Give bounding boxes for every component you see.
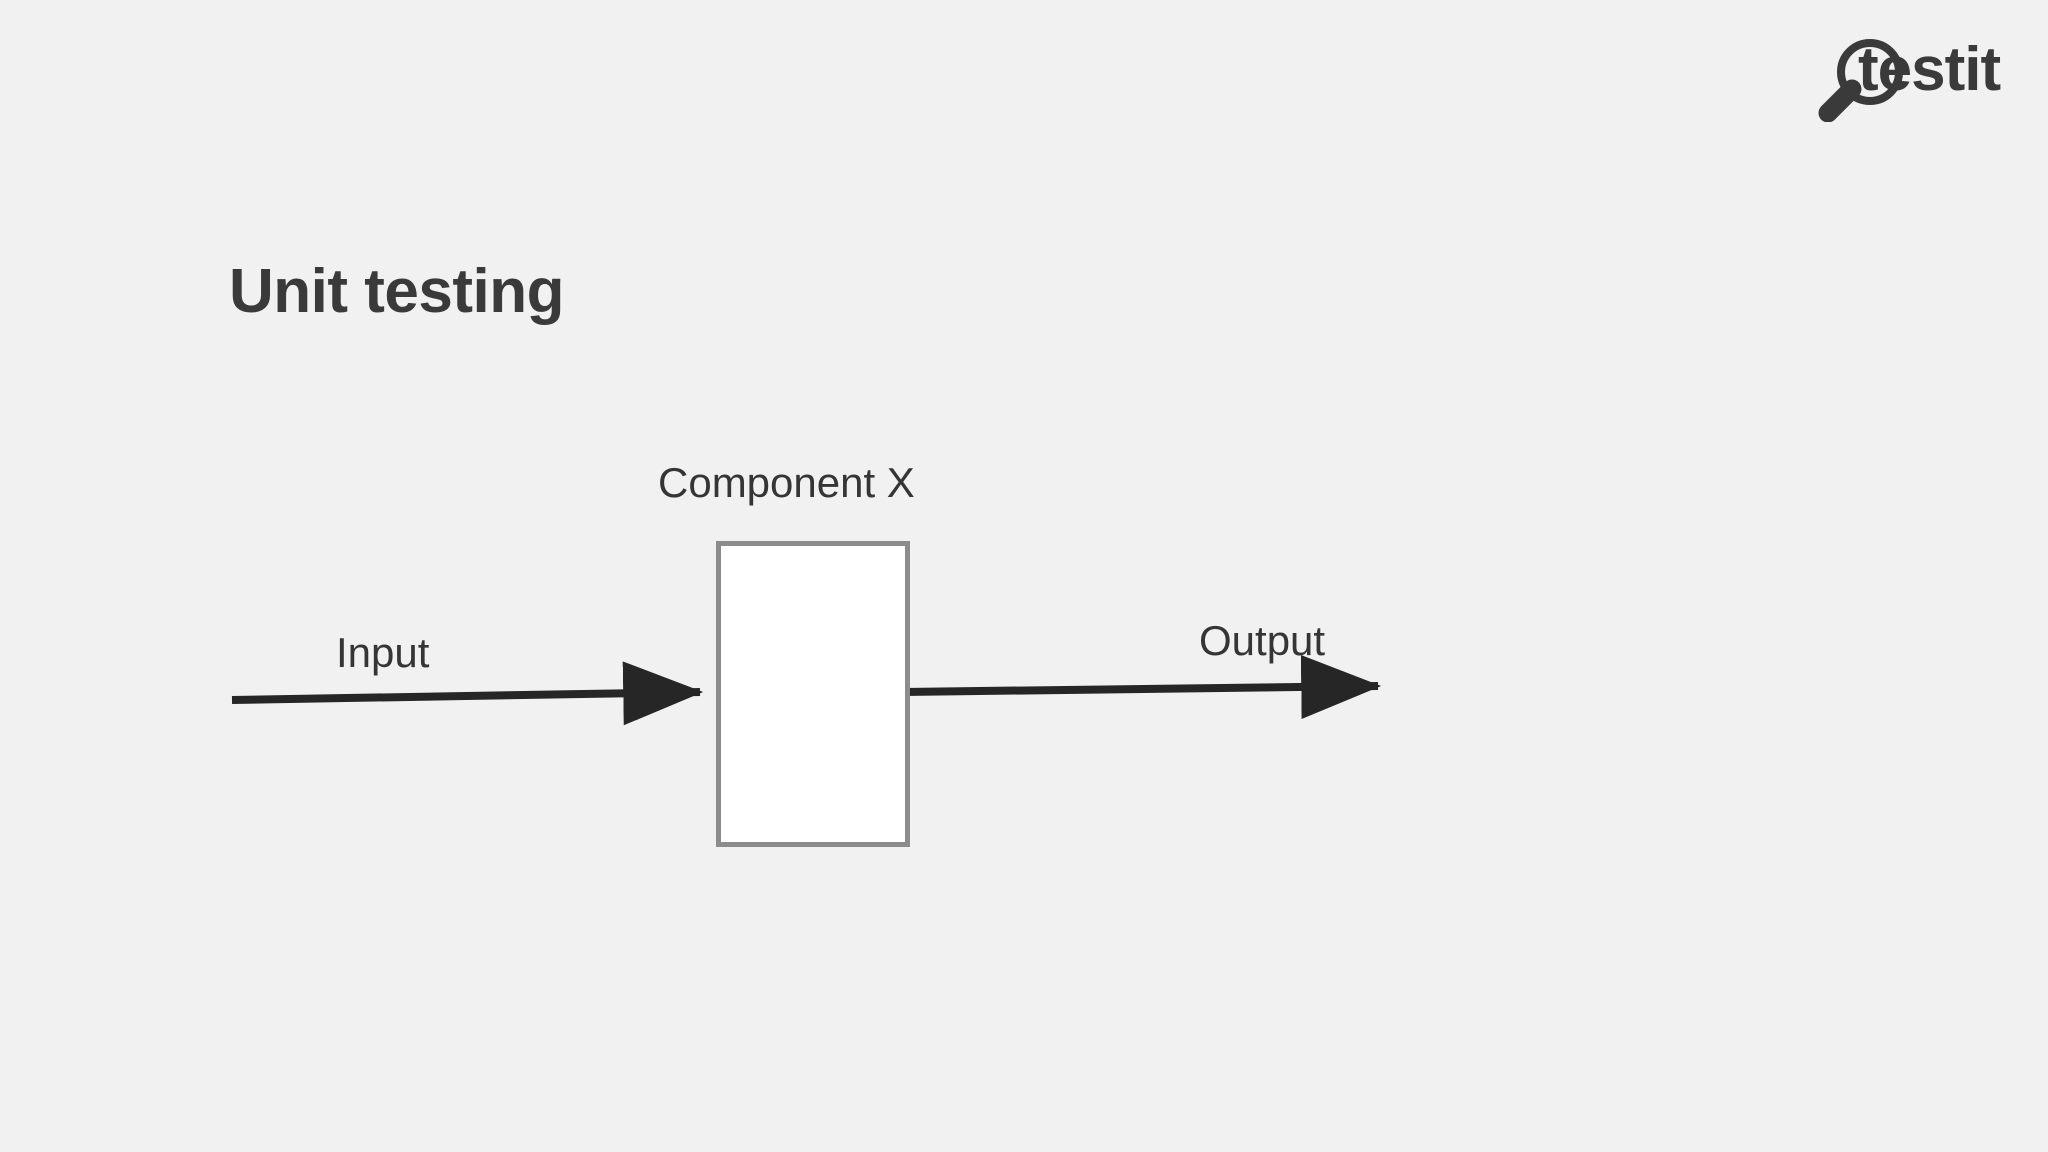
input-label: Input	[336, 629, 430, 676]
component-box[interactable]	[716, 541, 910, 847]
logo-wordmark: testit	[1858, 35, 2000, 104]
output-arrow	[902, 654, 1382, 719]
page-title: Unit testing	[229, 257, 564, 326]
magnifying-glass-icon	[1818, 39, 1903, 122]
input-arrow	[231, 661, 704, 726]
output-label: Output	[1199, 617, 1326, 664]
testit-logo[interactable]: testit	[1800, 12, 2020, 122]
component-label: Component X	[658, 459, 915, 506]
